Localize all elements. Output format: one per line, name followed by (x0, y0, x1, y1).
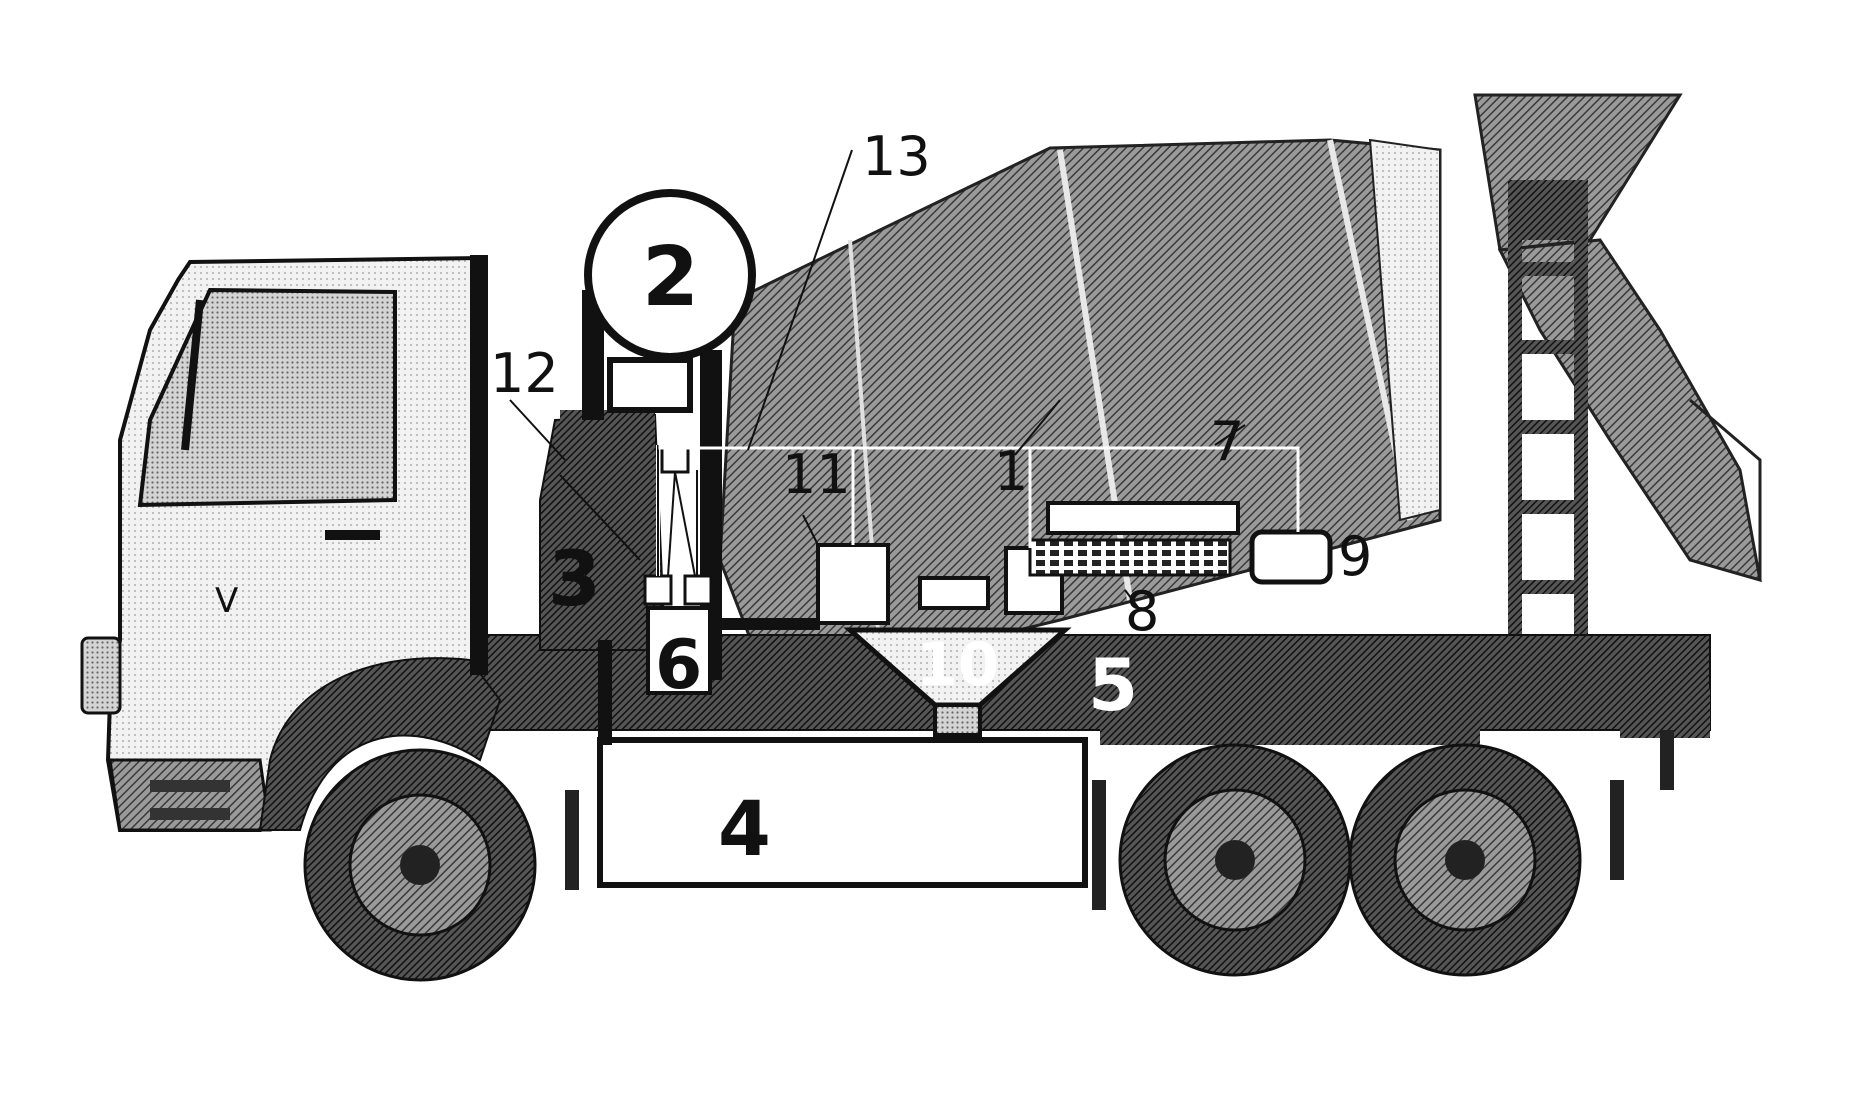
label-9: 9 (1338, 525, 1372, 588)
cab-mark: V (215, 581, 238, 621)
front-wheel (303, 748, 537, 982)
label-1: 1 (994, 440, 1028, 503)
component-6-unit (643, 445, 713, 695)
label-11: 11 (782, 443, 851, 506)
leader-lines (509, 149, 1246, 611)
label-7: 7 (1210, 410, 1244, 473)
component-9-unit (1249, 529, 1333, 585)
component-4-box (597, 737, 1088, 888)
feed-pipe (598, 640, 612, 745)
control-wiring (658, 445, 1300, 548)
component-11-box (816, 543, 890, 625)
label-6: 6 (655, 626, 702, 705)
label-13: 13 (862, 125, 931, 188)
rear-wheel-1 (1118, 743, 1352, 977)
label-4: 4 (718, 784, 771, 873)
small-module (918, 576, 990, 610)
label-3: 3 (548, 534, 601, 623)
rear-wheel-2 (1348, 743, 1582, 977)
component-10-hopper (843, 627, 1072, 737)
label-2: 2 (642, 230, 699, 325)
label-8: 8 (1125, 580, 1159, 643)
component-3-block (539, 410, 667, 651)
component-7-8-assembly (1028, 501, 1240, 577)
label-5: 5 (1088, 643, 1138, 727)
component-2-tank (582, 189, 756, 680)
truck-cab: V (80, 255, 502, 832)
connecting-pipe (710, 618, 820, 630)
label-10: 10 (916, 630, 1000, 700)
label-12: 12 (490, 342, 559, 405)
